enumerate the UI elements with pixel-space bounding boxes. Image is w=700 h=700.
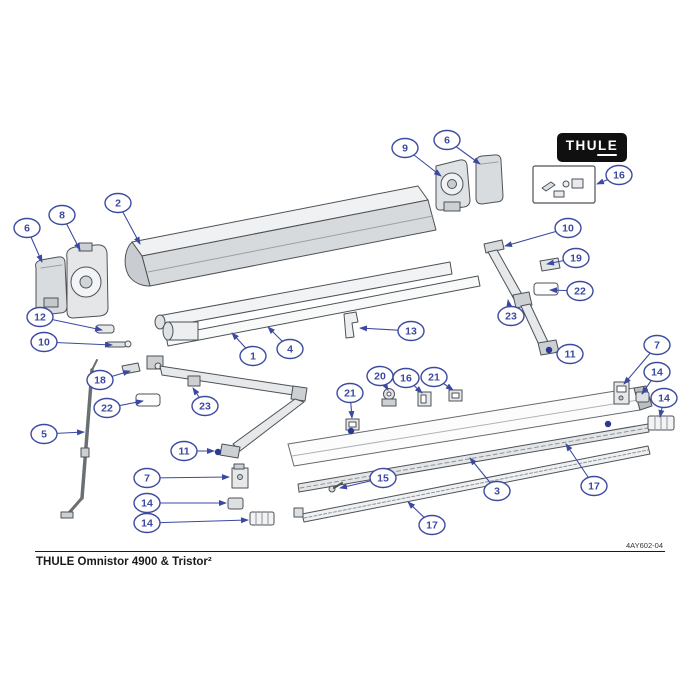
middle-small-parts [345, 388, 463, 431]
callout-number: 14 [658, 393, 670, 405]
callout-bubble-14 [650, 387, 678, 409]
mount-point-dot [545, 346, 553, 354]
callout-bubble-14 [643, 361, 671, 383]
callout-number: 20 [374, 371, 386, 383]
callout-bubble-22 [93, 397, 121, 419]
callout-bubble-17 [418, 514, 446, 536]
right-gear-bracket [435, 159, 471, 212]
logo-flourish [597, 154, 617, 157]
thule-logo-text: THULE [565, 137, 619, 153]
callout-bubble-22 [566, 280, 594, 302]
callout-number: 6 [444, 135, 450, 147]
callout-number: 18 [94, 375, 106, 387]
left-spring-arm [95, 321, 308, 459]
awning-fabric-sheet [165, 275, 481, 347]
callout-bubble-16 [605, 164, 633, 186]
callout-number: 23 [505, 311, 517, 323]
roller-tube [154, 261, 453, 330]
callout-leader-14 [146, 517, 249, 524]
parts-kit-box [532, 165, 596, 204]
callout-number: 2 [115, 198, 121, 210]
callout-bubble-5 [30, 423, 58, 445]
callout-number: 16 [400, 373, 412, 385]
callout-number: 21 [428, 372, 440, 384]
callout-number: 15 [377, 473, 389, 485]
callout-bubble-18 [86, 369, 114, 391]
document-code: 4AY602-04 [626, 541, 663, 550]
callout-bubble-8 [48, 204, 76, 226]
callout-bubble-23 [497, 305, 525, 327]
callout-bubble-6 [433, 129, 461, 151]
mount-point-dot [604, 420, 612, 428]
callout-bubble-7 [133, 467, 161, 489]
callout-number: 9 [402, 143, 408, 155]
callout-bubble-4 [276, 338, 304, 360]
callout-bubble-10 [30, 331, 58, 353]
left-gear-cap [66, 242, 109, 319]
callout-bubble-12 [26, 306, 54, 328]
callout-number: 23 [199, 401, 211, 413]
callout-number: 7 [144, 473, 150, 485]
callout-number: 19 [570, 253, 582, 265]
left-bracket-group [227, 463, 275, 526]
mount-point-dot [347, 427, 355, 435]
callout-number: 14 [651, 367, 663, 379]
callout-bubble-21 [420, 366, 448, 388]
callout-bubble-15 [369, 467, 397, 489]
callout-number: 7 [654, 340, 660, 352]
callout-number: 17 [588, 481, 600, 493]
callout-bubble-17 [580, 475, 608, 497]
callout-number: 8 [59, 210, 65, 222]
page-title: THULE Omnistor 4900 & Tristor² [36, 556, 212, 568]
footer-divider [35, 551, 665, 552]
callout-number: 16 [613, 170, 625, 182]
callout-bubble-11 [170, 440, 198, 462]
callout-number: 10 [38, 337, 50, 349]
right-end-cap [475, 154, 504, 205]
callout-number: 5 [41, 429, 47, 441]
callout-number: 10 [562, 223, 574, 235]
mounting-rail [293, 445, 651, 523]
callout-bubble-14 [133, 492, 161, 514]
callout-bubble-13 [397, 320, 425, 342]
mount-point-dot [214, 448, 222, 456]
thule-logo: THULE [557, 133, 627, 162]
callout-number: 22 [574, 286, 586, 298]
callout-bubble-1 [239, 345, 267, 367]
cassette-housing [124, 185, 437, 287]
callout-bubble-16 [392, 367, 420, 389]
callout-bubble-21 [336, 382, 364, 404]
support-pole [60, 359, 98, 519]
callout-number: 11 [564, 349, 575, 361]
callout-bubble-9 [391, 137, 419, 159]
callout-bubble-7 [643, 334, 671, 356]
callout-bubble-23 [191, 395, 219, 417]
callout-bubble-14 [133, 512, 161, 534]
callout-number: 14 [141, 498, 153, 510]
mount-dots-layer [214, 346, 612, 456]
callout-bubble-3 [483, 480, 511, 502]
callout-number: 11 [178, 446, 189, 458]
callout-number: 22 [101, 403, 113, 415]
callout-number: 12 [34, 312, 46, 324]
callout-number: 21 [344, 388, 356, 400]
callout-number: 14 [141, 518, 153, 530]
callout-bubble-2 [104, 192, 132, 214]
strap-bracket [343, 311, 359, 339]
callout-bubble-19 [562, 247, 590, 269]
right-spring-arm [483, 239, 561, 356]
callout-bubble-6 [13, 217, 41, 239]
callout-number: 1 [250, 351, 256, 363]
callout-bubble-10 [554, 217, 582, 239]
callout-number: 13 [405, 326, 417, 338]
callout-number: 17 [426, 520, 438, 532]
callout-bubble-11 [556, 343, 584, 365]
callout-number: 4 [287, 344, 293, 356]
callout-number: 6 [24, 223, 30, 235]
left-end-cap [35, 256, 68, 316]
callout-number: 3 [494, 486, 500, 498]
